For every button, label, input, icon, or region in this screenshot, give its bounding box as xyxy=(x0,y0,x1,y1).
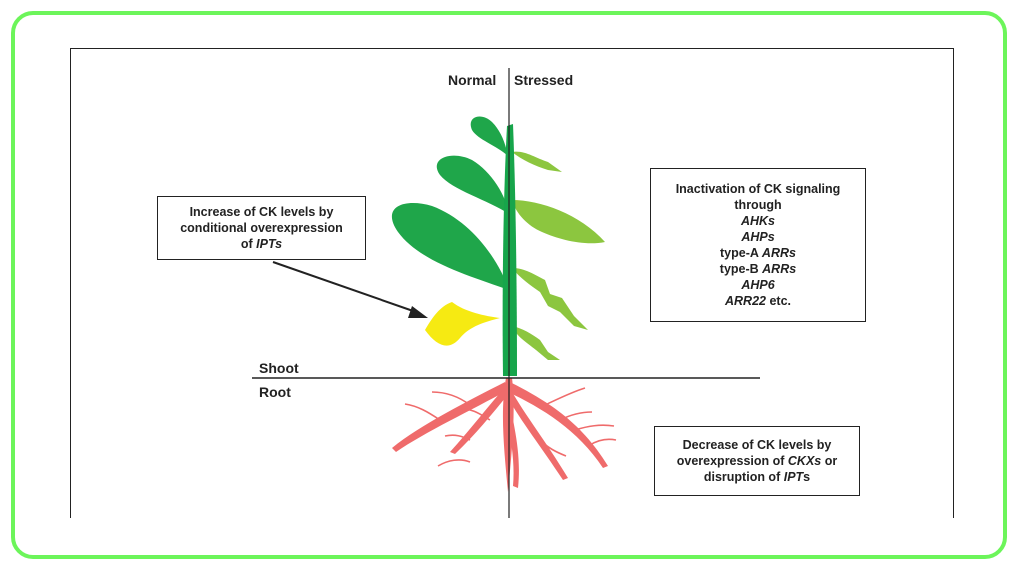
stem xyxy=(502,124,517,376)
item-type-b-italic: ARRs xyxy=(762,262,797,276)
arrow xyxy=(272,261,428,318)
inactivation-line1: Inactivation of CK signaling xyxy=(675,182,841,196)
item-type-a-italic: ARRs xyxy=(761,246,796,260)
decrease-line1: Decrease of CK levels by xyxy=(682,438,832,452)
item-ahp6: AHP6 xyxy=(741,278,775,292)
decrease-line2: overexpression of CKXs or xyxy=(677,453,837,469)
increase-line2: conditional overexpression xyxy=(180,221,343,235)
decrease-line2-suffix: or xyxy=(821,454,838,468)
item-ahps: AHPs xyxy=(741,230,775,244)
item-arr22-italic: ARR22 xyxy=(724,294,766,308)
yellow-leaf xyxy=(425,302,500,346)
item-ahks: AHKs xyxy=(740,214,776,228)
increase-line3-italic: IPTs xyxy=(256,237,283,251)
inactivation-box: Inactivation of CK signaling through AHK… xyxy=(650,168,866,322)
increase-line3: of IPTs xyxy=(241,236,282,252)
stressed-label: Stressed xyxy=(514,72,574,88)
item-type-a-prefix: type-A xyxy=(720,246,762,260)
diagram-panel xyxy=(70,48,954,518)
decrease-line3-italic: IPT xyxy=(783,470,804,484)
inactivation-line2: through xyxy=(734,198,782,212)
increase-box: Increase of CK levels by conditional ove… xyxy=(157,196,366,260)
increase-line1: Increase of CK levels by xyxy=(189,205,334,219)
stressed-leaves xyxy=(512,151,605,360)
shoot-label: Shoot xyxy=(259,360,299,376)
item-type-a: type-A ARRs xyxy=(720,245,796,261)
item-arr22: ARR22 etc. xyxy=(725,293,791,309)
increase-line3-prefix: of xyxy=(240,237,257,251)
decrease-line3-suffix: s xyxy=(803,470,811,484)
normal-leaves xyxy=(391,116,509,290)
item-type-b: type-B ARRs xyxy=(720,261,796,277)
normal-label: Normal xyxy=(448,72,497,88)
decrease-box: Decrease of CK levels by overexpression … xyxy=(654,426,860,496)
root-system xyxy=(392,378,617,492)
decrease-line2-italic: CKXs xyxy=(787,454,822,468)
item-arr22-suffix: etc. xyxy=(765,294,791,308)
decrease-line3-prefix: disruption of xyxy=(703,470,784,484)
decrease-line2-prefix: overexpression of xyxy=(676,454,788,468)
decrease-line3: disruption of IPTs xyxy=(704,469,810,485)
root-label: Root xyxy=(259,384,291,400)
item-type-b-prefix: type-B xyxy=(719,262,763,276)
